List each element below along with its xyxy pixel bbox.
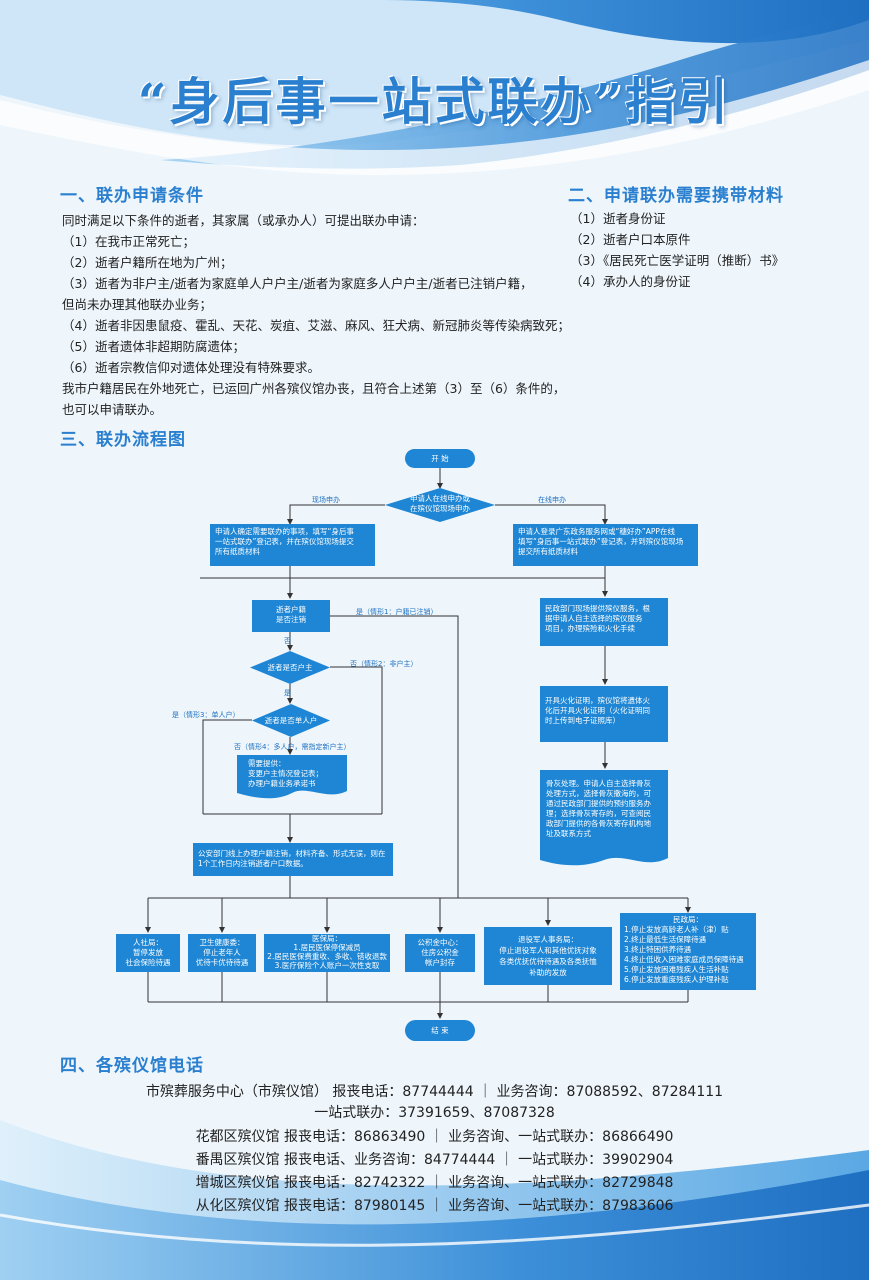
dept-fund-box: 公积金中心： 住房公积金 帐户封存 xyxy=(405,934,475,972)
decision-apply-shape xyxy=(385,488,495,522)
ash-document-shape xyxy=(540,770,668,866)
section-2-heading: 二、申请联办需要携带材料 xyxy=(568,186,784,206)
police-box: 公安部门线上办理户籍注销，材料齐备、形式无误，则在 1个工作日内注销逝者户口数据… xyxy=(193,843,393,876)
phone-line: 花都区殡仪馆 报丧电话：86863490 ｜ 业务咨询、一站式联办：868664… xyxy=(195,1129,674,1145)
condition-line: （5）逝者遗体非超期防腐遗体； xyxy=(62,339,245,354)
ash-handling-box: 骨灰处理。申请人自主选择骨灰 处理方式，选择骨灰撒海的，可 通过民政部门提供的预… xyxy=(546,779,651,838)
label-no-4: 否（情形4：多人户，需指定新户主） xyxy=(234,743,351,751)
material-line: （3）《居民死亡医学证明（推断）书》 xyxy=(570,253,785,268)
document-requirements: 需要提供： 变更户主情况登记表； 办理户籍业务承诺书 xyxy=(248,759,323,788)
flow-end: 结 束 xyxy=(405,1020,475,1041)
page-title: “身后事一站式联办”指引 xyxy=(137,72,732,131)
condition-line: （2）逝者户籍所在地为广州； xyxy=(62,255,233,270)
decision-apply: 申请人在线申办或 在殡仪馆现场申办 xyxy=(410,494,470,513)
phone-line: 市殡葬服务中心（市殡仪馆） 报丧电话：87744444 ｜ 业务咨询：87088… xyxy=(145,1084,724,1100)
section-3-heading: 三、联办流程图 xyxy=(60,430,186,450)
dept-veteran-box: 退役军人事务局： 停止退役军人和其他优抚对象 各类优抚优待待遇及各类抚恤 补助的… xyxy=(484,927,612,985)
document-shape xyxy=(237,755,347,799)
dept-medical-box: 医保局： 1.居民医保停保减员 2.居民医保费重收、多收、错收退款 3.医疗保险… xyxy=(264,934,390,972)
condition-line: （4）逝者非因患鼠疫、霍乱、天花、炭疽、艾滋、麻风、狂犬病、新冠肺炎等传染病致死… xyxy=(62,318,570,333)
material-line: （2）逝者户口本原件 xyxy=(570,232,691,247)
dept-civil-box: 民政局： 1.停止发放高龄老人补（津）贴 2.终止最低生活保障待遇 3.终止特困… xyxy=(620,913,756,990)
material-line: （1）逝者身份证 xyxy=(570,211,666,226)
label-online: 在线申办 xyxy=(538,496,566,504)
condition-line: （3）逝者为非户主/逝者为家庭单人户户主/逝者为家庭多人户户主/逝者已注销户籍， xyxy=(62,276,533,291)
condition-line: 我市户籍居民在外地死亡，已运回广州各殡仪馆办丧，且符合上述第（3）至（6）条件的… xyxy=(62,381,566,396)
phone-line: 从化区殡仪馆 报丧电话：87980145 ｜ 业务咨询、一站式联办：879836… xyxy=(195,1198,674,1214)
label-onsite: 现场申办 xyxy=(312,496,340,504)
decision-head-shape xyxy=(250,651,330,684)
condition-line: 也可以申请联办。 xyxy=(62,402,163,417)
dept-health-box: 卫生健康委： 停止老年人 优待卡优待待遇 xyxy=(188,934,256,972)
label-yes: 是 xyxy=(284,689,291,697)
dept-hr-box: 人社局： 暂停发放 社会保险待遇 xyxy=(116,934,180,972)
condition-line: 同时满足以下条件的逝者，其家属（或承办人）可提出联办申请： xyxy=(62,213,425,228)
label-yes-3: 是（情形3：单人户） xyxy=(172,711,240,719)
section-4-heading: 四、各殡仪馆电话 xyxy=(60,1056,204,1076)
check-head: 逝者是否户主 xyxy=(267,663,313,672)
condition-line: 但尚未办理其他联办业务； xyxy=(62,297,213,312)
check-single: 逝者是否单人户 xyxy=(264,716,318,725)
conditions-list: 同时满足以下条件的逝者，其家属（或承办人）可提出联办申请： （1）在我市正常死亡… xyxy=(62,210,570,420)
material-line: （4）承办人的身份证 xyxy=(570,274,691,289)
section-1-heading: 一、联办申请条件 xyxy=(60,186,204,206)
decision-single-shape xyxy=(252,704,330,737)
check-household: 逝者户籍 是否注销 xyxy=(252,600,330,632)
onsite-box: 申请人确定需要联办的事项，填写“身后事 一站式联办”登记表，并在殡仪馆现场提交 … xyxy=(210,524,375,566)
condition-line: （1）在我市正常死亡； xyxy=(62,234,195,249)
label-yes-1: 是（情形1：户籍已注销） xyxy=(356,608,438,616)
phone-line: 番禺区殡仪馆 报丧电话、业务咨询：84774444 ｜ 一站式联办：399029… xyxy=(195,1152,674,1168)
materials-list: （1）逝者身份证 （2）逝者户口本原件 （3）《居民死亡医学证明（推断）书》 （… xyxy=(570,208,784,292)
civil-affairs-box: 民政部门现场提供殡仪服务，根 据申请人自主选择的殡仪服务 项目，办理殡殓和火化手… xyxy=(540,598,668,646)
label-no-2: 否（情形2：非户主） xyxy=(350,660,418,668)
flow-start: 开 始 xyxy=(405,449,475,468)
online-box: 申请人登录广东政务服务网或“穗好办”APP在线 填写“身后事一站式联办”登记表，… xyxy=(513,524,698,566)
label-no: 否 xyxy=(284,637,291,645)
cremation-box: 开具火化证明，殡仪馆将遗体火 化后开具火化证明（火化证明同 时上传到电子证照库） xyxy=(540,686,668,742)
phone-line: 一站式联办：37391659、87087328 xyxy=(314,1105,555,1121)
condition-line: （6）逝者宗教信仰对遗体处理没有特殊要求。 xyxy=(62,360,320,375)
phone-line: 增城区殡仪馆 报丧电话：82742322 ｜ 业务咨询、一站式联办：827298… xyxy=(195,1175,674,1191)
